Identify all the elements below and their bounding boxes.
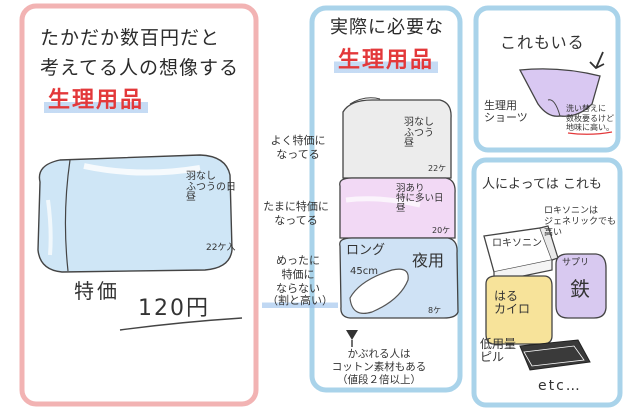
pack2-label: 羽あり 特に多い日 昼 bbox=[396, 183, 444, 214]
price-underline bbox=[119, 317, 243, 331]
iron-label: 鉄 bbox=[570, 277, 590, 301]
pill-pack-icon bbox=[519, 339, 591, 371]
middle-highlight: 生理用品 bbox=[334, 48, 439, 73]
pack3-long: ロング bbox=[346, 243, 386, 258]
pack2-count: 20ケ bbox=[432, 226, 451, 235]
pack1-label: 羽なし ふつう 昼 bbox=[404, 117, 434, 149]
price-label: 特価 bbox=[74, 279, 120, 303]
kairo-label: はる カイロ bbox=[494, 289, 531, 316]
shorts-note: 洗い替えに 数枚要るけど 地味に高い。 bbox=[566, 104, 614, 133]
pin-icon bbox=[346, 330, 358, 340]
pack3-night: 夜用 bbox=[412, 251, 445, 270]
pack3-size: 45cm bbox=[350, 266, 378, 277]
pack1-count: 22ケ bbox=[428, 164, 447, 173]
note-often-on-sale: よく特価に なってる bbox=[270, 134, 326, 161]
price-value: 120円 bbox=[138, 296, 210, 321]
left-panel-frame bbox=[19, 3, 259, 407]
heavy-day-pad-pack-icon bbox=[339, 177, 456, 239]
left-highlight: 生理用品 bbox=[44, 88, 149, 113]
top-right-panel-frame bbox=[473, 5, 621, 153]
note-rarely-on-sale: めったに 特価に ならない bbox=[276, 254, 320, 295]
note-underline bbox=[567, 131, 613, 135]
left-highlight-text: 生理用品 bbox=[44, 88, 149, 113]
loxonin-box-label: ロキソニン bbox=[492, 238, 542, 249]
note-expensive: （割と高い） bbox=[262, 294, 338, 308]
left-line-2: 考えてる人の想像する bbox=[40, 57, 240, 79]
sanitary-shorts-icon bbox=[518, 68, 601, 117]
bottom-right-panel-frame bbox=[471, 157, 623, 408]
normal-day-pad-pack-icon bbox=[342, 97, 452, 179]
supplement-label: サプリ bbox=[562, 258, 590, 268]
kairo-warmer-icon bbox=[485, 275, 553, 345]
shorts-label: 生理用 ショーツ bbox=[484, 99, 528, 124]
middle-title: 実際に必要な bbox=[330, 17, 444, 38]
left-pack-label: 羽なし ふつうの日 昼 bbox=[186, 171, 236, 203]
pack3-count: 8ケ bbox=[428, 306, 442, 315]
bottom-right-title: 人によっては これも bbox=[482, 177, 602, 192]
left-line-1: たかだか数百円だと bbox=[40, 27, 221, 49]
iron-supplement-icon bbox=[555, 253, 607, 319]
middle-highlight-text: 生理用品 bbox=[334, 48, 439, 73]
arrow-icon bbox=[589, 51, 605, 70]
left-pack-count: 22ケ入 bbox=[206, 243, 236, 253]
cotton-note: かぶれる人は コットン素材もある （値段２倍以上） bbox=[331, 348, 427, 387]
overnight-pad-pack-icon bbox=[339, 237, 459, 319]
note-sometimes-on-sale: たまに特価に なってる bbox=[263, 200, 329, 227]
simple-pad-pack-icon bbox=[37, 154, 233, 273]
pill-label: 低用量 ピル bbox=[480, 337, 517, 364]
top-right-title: これもいる bbox=[500, 33, 585, 52]
middle-panel-frame bbox=[309, 5, 463, 393]
loxonin-note: ロキソニンは ジェネリックでも 高い bbox=[544, 206, 617, 238]
etc-label: etc… bbox=[538, 378, 582, 394]
